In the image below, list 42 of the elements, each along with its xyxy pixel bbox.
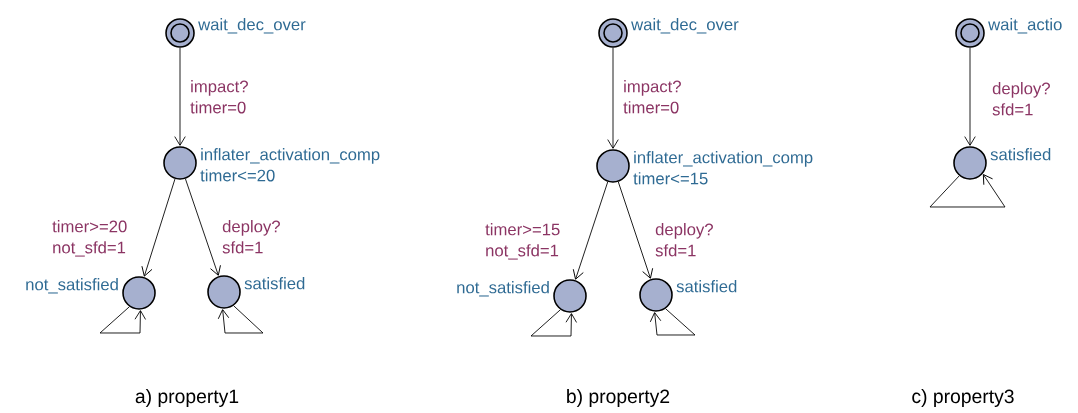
state-circle [596,149,630,183]
transition-arrow [617,181,654,279]
state-name: inflater_activation_comp timer<=20 [200,148,380,182]
state-circle [955,18,985,48]
state-name: wait_dec_over [631,18,739,34]
state-name: wait_actio [988,18,1062,34]
edge-label: impact? timer=0 [623,80,681,114]
edge-label: timer>=15 not_sfd=1 [485,223,560,260]
transition-arrow [174,47,186,146]
transition-arrow [964,47,976,146]
transition-arrow [141,178,176,277]
self-loop-arrow [530,309,577,337]
state-circle [598,18,628,48]
edge-label: impact? timer=0 [190,80,248,114]
transition-arrow [185,178,221,276]
state-circle [165,18,195,48]
self-loop-arrow [217,305,264,334]
self-loop-arrow [649,308,696,336]
state-name: satisfied [676,280,737,293]
state-circle [553,279,587,313]
transition-arrow [572,181,609,280]
edge-label: timer>=20 not_sfd=1 [52,220,127,257]
edge-label: deploy? sfd=1 [992,82,1050,116]
state-circle [207,275,241,309]
panel-caption: c) property3 [912,389,1014,407]
panel-caption: b) property2 [567,389,670,407]
self-loop-arrow [99,306,146,334]
state-name: not_satisfied [26,278,118,294]
edge-label: deploy? sfd=1 [222,220,280,254]
edge-label: deploy? sfd=1 [655,223,713,257]
panel-caption: a) property1 [135,389,239,407]
state-name: satisfied [244,277,305,290]
state-circle [639,278,673,312]
self-loop-arrow [929,174,1006,208]
state-name: inflater_activation_comp timer<=15 [633,151,813,185]
state-name: satisfied [990,148,1051,161]
state-name: wait_dec_over [198,18,306,34]
state-circle [953,146,987,180]
transition-arrow [607,47,619,149]
state-name: not_satisfied [457,281,549,297]
state-circle [163,146,197,180]
state-circle [122,276,156,310]
